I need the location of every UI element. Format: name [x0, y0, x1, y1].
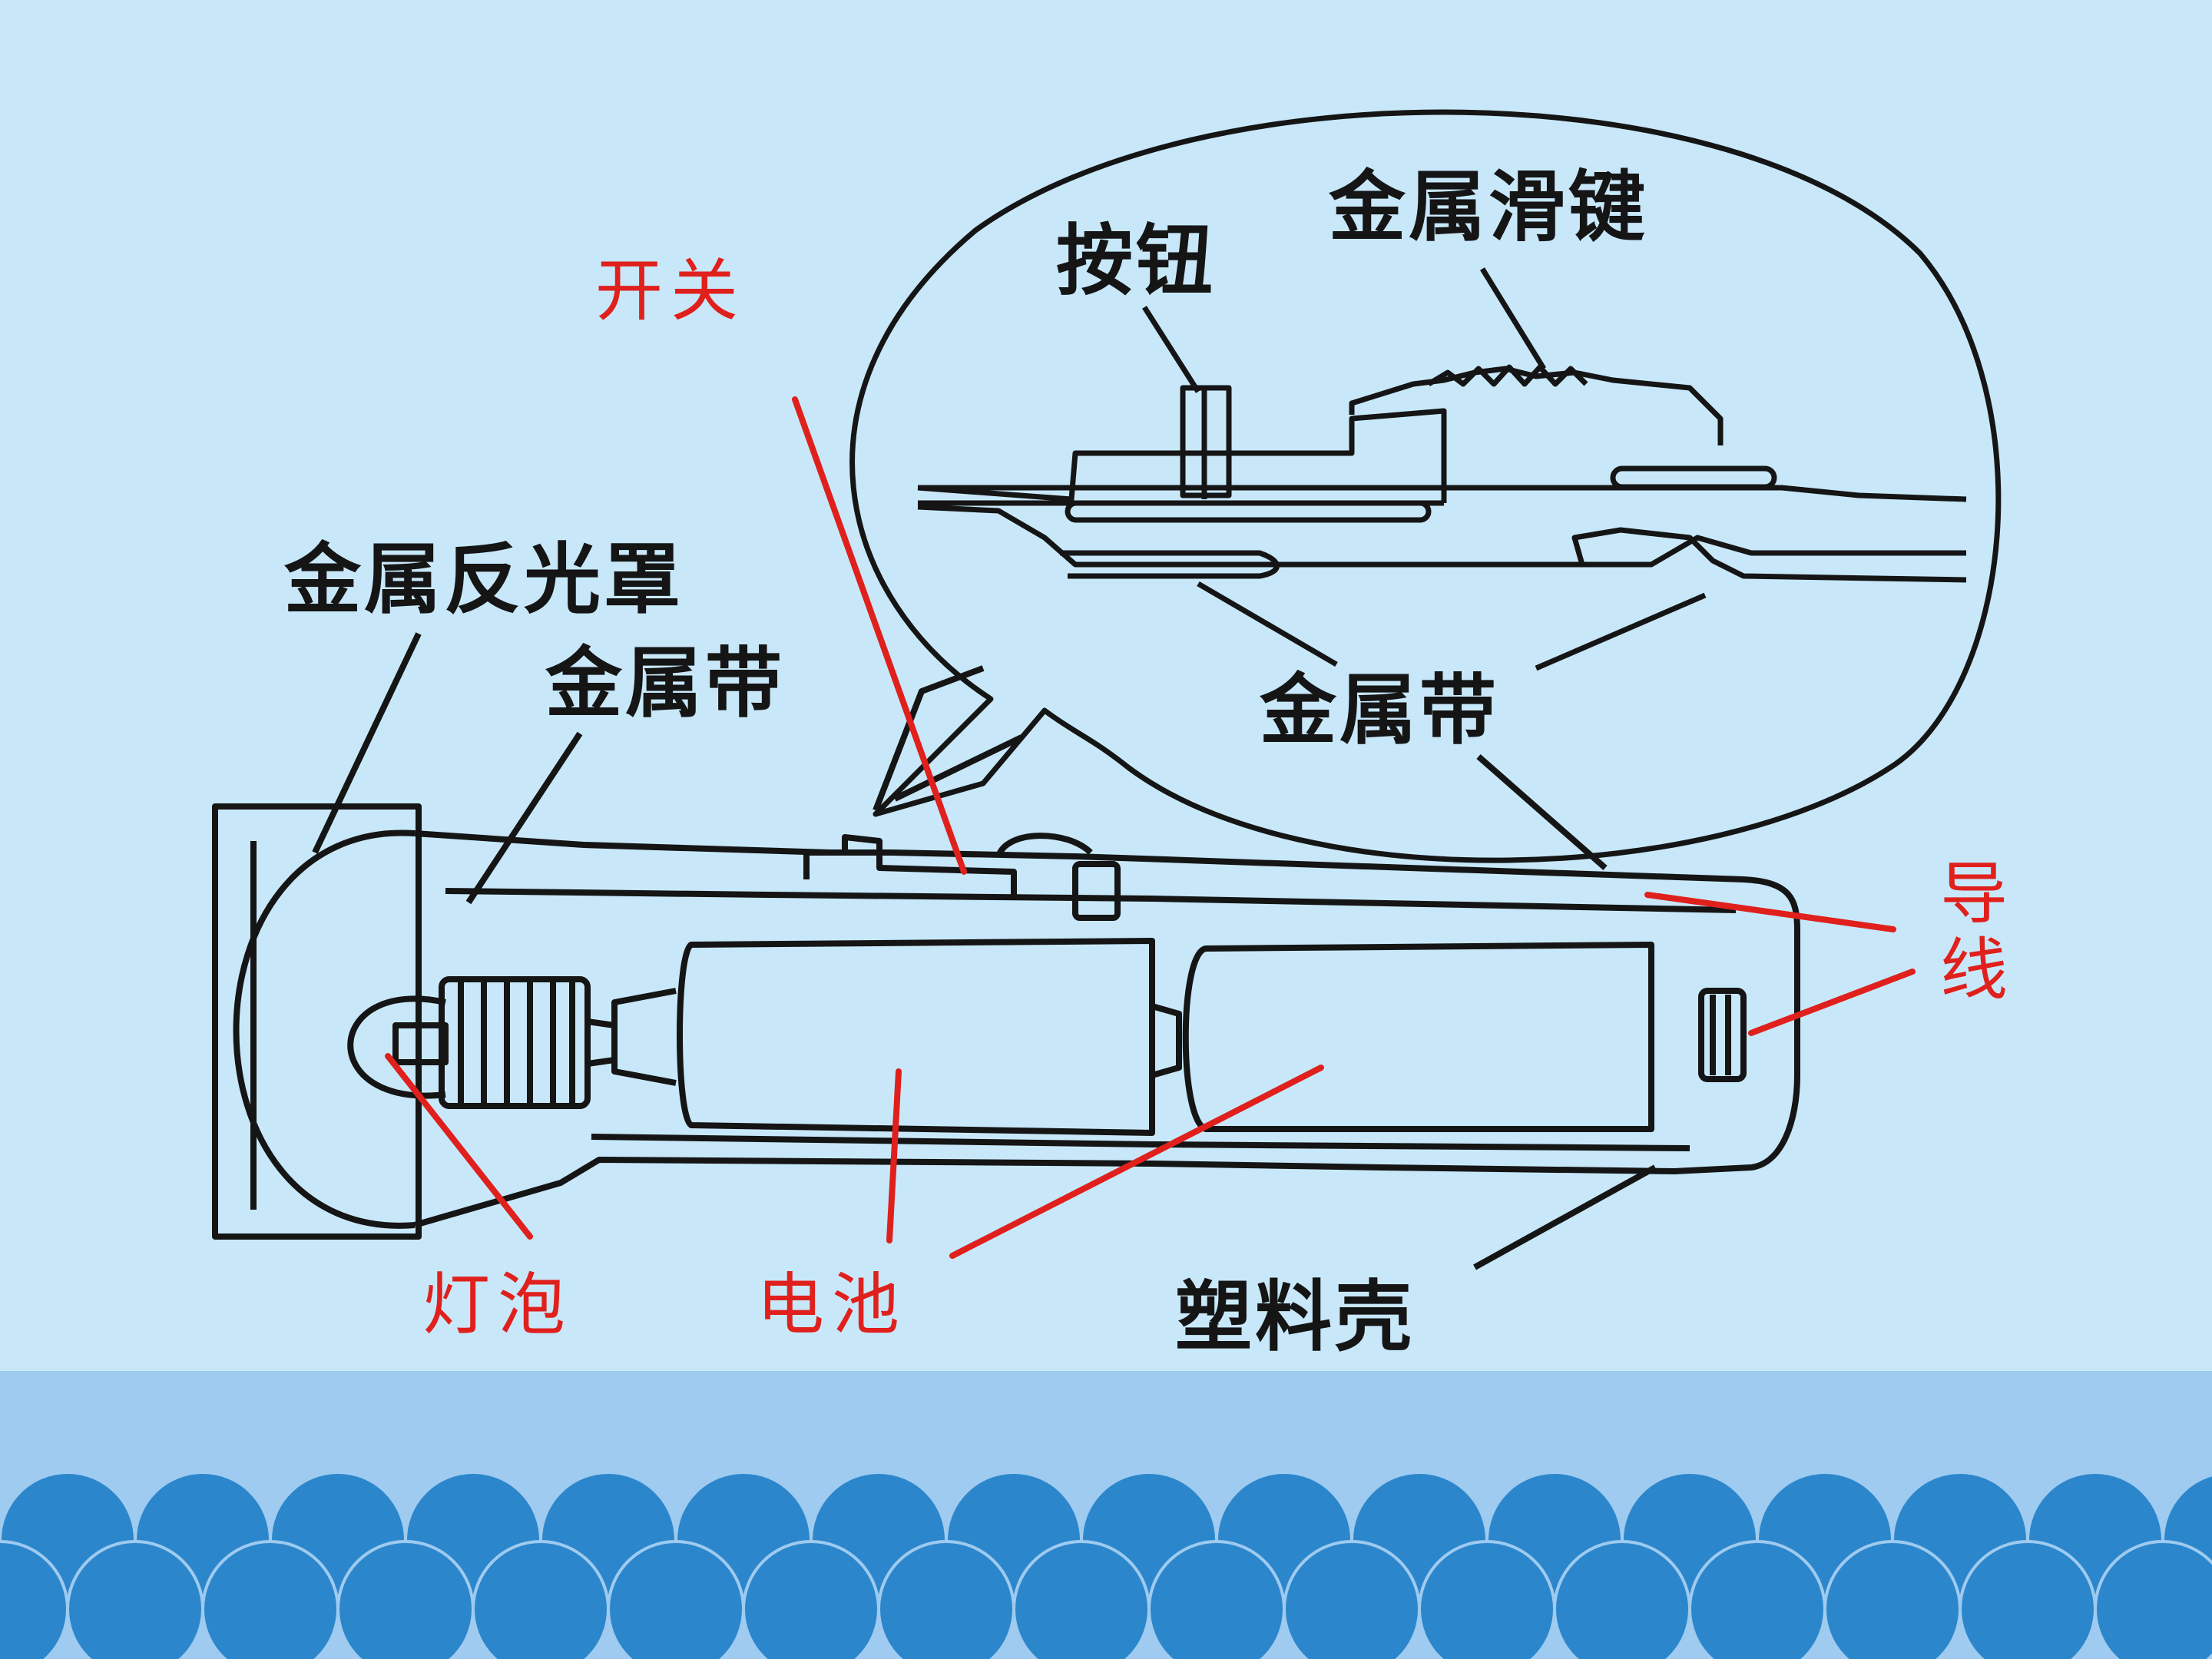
scallop-shape	[1283, 1540, 1421, 1659]
magnifier-outline	[849, 109, 2002, 863]
label-wire: 导线	[1939, 854, 2008, 1009]
pointer-switch	[792, 396, 967, 875]
bulb-socket	[439, 976, 591, 1109]
scallop-shape	[1553, 1540, 1691, 1659]
pointer-bulb	[385, 1053, 533, 1240]
magnifier-detail	[849, 109, 2002, 863]
bulb-glass	[347, 995, 446, 1099]
scallop-shape	[1688, 1540, 1826, 1659]
tail-spring	[1698, 988, 1747, 1082]
socket-neck	[587, 1018, 618, 1067]
label-plastic-shell: 塑料壳	[1175, 1272, 1415, 1362]
callout-strip-left-leader	[465, 731, 583, 905]
bulb-tip	[392, 1022, 449, 1065]
switch-housing-top	[917, 408, 1447, 503]
battery-left	[677, 938, 1155, 1136]
label-button: 按钮	[1056, 216, 1216, 306]
scallop-shape	[1823, 1540, 1962, 1659]
scallop-shape	[1012, 1540, 1151, 1659]
label-metal-strip-right: 金属带	[1260, 665, 1499, 755]
battery-left-cap	[611, 988, 677, 1086]
scallop-shape	[742, 1540, 880, 1659]
callout-strip-leader-a	[1197, 581, 1338, 667]
scallop-shape	[607, 1540, 745, 1659]
body-inner-top	[445, 888, 1737, 913]
label-battery: 电池	[757, 1265, 908, 1344]
switch-coil	[1072, 861, 1121, 921]
label-reflector: 金属反光罩	[284, 535, 684, 624]
battery-right-cap	[1151, 1003, 1182, 1078]
scallop-shape	[1959, 1540, 2097, 1659]
red-pointers	[385, 396, 1916, 1259]
pointer-wire-top	[1644, 892, 1896, 932]
pointer-battery-left	[886, 1068, 902, 1243]
head-outer	[212, 803, 422, 1240]
spring-contact	[1571, 527, 1967, 583]
flashlight-body	[212, 632, 1800, 1270]
label-bulb: 灯泡	[422, 1265, 574, 1344]
pointer-wire-bottom	[1748, 969, 1916, 1036]
socket-threads	[458, 979, 575, 1106]
slide-key-serration	[1427, 364, 1588, 387]
callout-strip-right-leader	[1476, 753, 1608, 871]
label-metal-strip-left: 金属带	[545, 638, 785, 728]
callout-button-leader	[1142, 306, 1200, 393]
callout-reflector-leader	[312, 632, 422, 854]
inner-body-upper	[918, 485, 1967, 502]
switch-body-top	[803, 834, 1017, 895]
body-inner-bottom	[591, 1134, 1690, 1151]
callout-shell-leader	[1473, 1164, 1657, 1270]
scallop-wave-decoration	[0, 1471, 2212, 1659]
callout-strip-leader-b	[1535, 592, 1707, 671]
scallop-shape	[1418, 1540, 1556, 1659]
switch-slider	[995, 833, 1093, 858]
scallop-shape	[66, 1540, 204, 1659]
slide-key-body	[1349, 366, 1724, 445]
inner-body-lower	[917, 504, 1966, 568]
scallop-shape	[472, 1540, 610, 1659]
contact-strip-lower	[1060, 550, 1280, 579]
switch-to-magnifier-a	[873, 665, 985, 812]
label-metal-slide-key: 金属滑键	[1329, 162, 1648, 252]
callout-slide-key-leader	[1480, 267, 1546, 370]
switch-to-magnifier-b	[893, 734, 1023, 802]
pointer-battery-right	[949, 1065, 1324, 1259]
contact-strip-upper	[1065, 500, 1432, 523]
scallop-shape	[1147, 1540, 1286, 1659]
reflector-cup	[233, 830, 416, 1229]
body-outline	[413, 830, 1800, 1228]
scallop-shape	[336, 1540, 475, 1659]
scallop-shape	[2094, 1540, 2212, 1659]
label-switch: 开关	[595, 251, 747, 330]
tail-spring-coils	[1710, 995, 1731, 1075]
scallop-shape	[877, 1540, 1015, 1659]
contact-strip-right	[1610, 465, 1777, 490]
scallop-shape	[201, 1540, 339, 1659]
